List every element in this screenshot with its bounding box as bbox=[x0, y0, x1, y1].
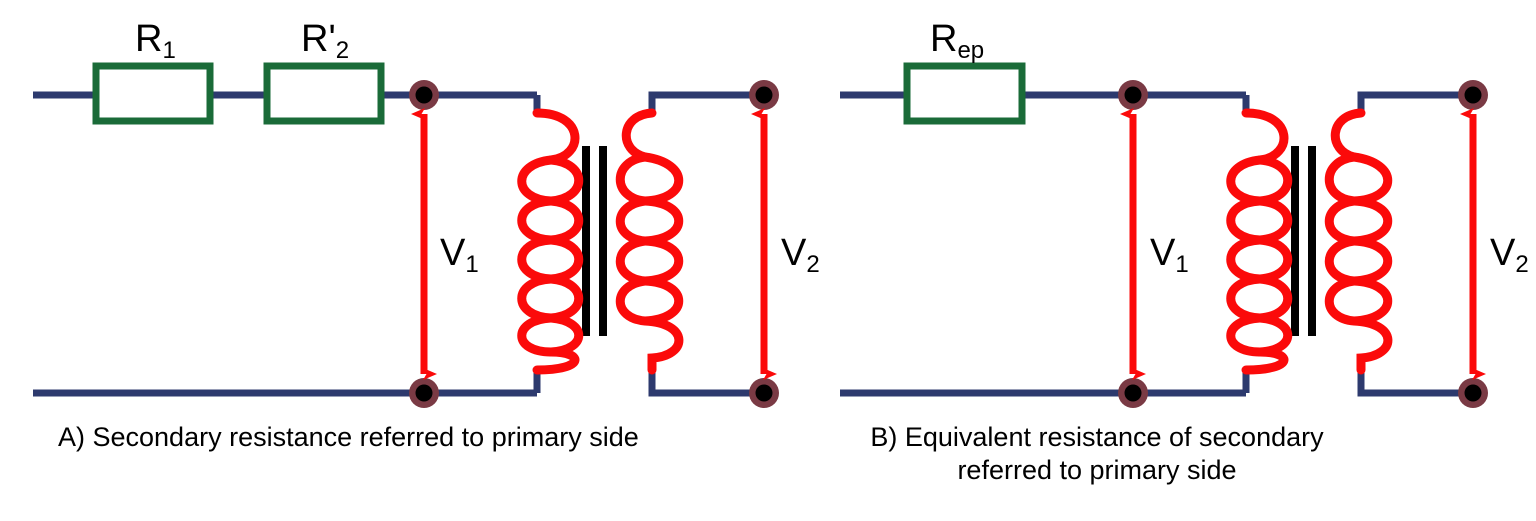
wire-secondary-bottom-a bbox=[648, 370, 764, 397]
terminal-primary-bottom-b-center bbox=[1124, 384, 1142, 402]
resistor-label-r1: R1 bbox=[135, 18, 176, 64]
voltage-label-v2-a: V2 bbox=[781, 232, 820, 278]
panel-b-circuit bbox=[840, 62, 1488, 408]
terminal-secondary-bottom-a-center bbox=[755, 384, 773, 402]
terminal-secondary-top-b-center bbox=[1464, 86, 1482, 104]
panel-a-wires bbox=[33, 91, 764, 397]
panel-a-voltage-arrows bbox=[411, 108, 777, 380]
voltage-label-v1-a: V1 bbox=[440, 232, 479, 278]
transformer-core-b bbox=[1291, 146, 1316, 336]
terminal-primary-bottom-a-center bbox=[415, 384, 433, 402]
transformer-core-a bbox=[582, 146, 607, 336]
resistor-label-r2-prime: R'2 bbox=[301, 18, 350, 64]
resistor-rep-body bbox=[903, 62, 1026, 125]
primary-winding-b bbox=[1226, 108, 1293, 375]
secondary-winding-a bbox=[615, 108, 684, 375]
terminal-primary-top-b-center bbox=[1124, 86, 1142, 104]
panel-a-circuit bbox=[33, 62, 779, 408]
primary-winding-a bbox=[517, 108, 584, 375]
wire-secondary-bottom-b bbox=[1357, 370, 1473, 397]
panel-b-terminals bbox=[1118, 80, 1488, 408]
secondary-winding-b bbox=[1324, 108, 1393, 375]
caption-panel-a: A) Secondary resistance referred to prim… bbox=[58, 422, 639, 452]
terminal-secondary-bottom-b-center bbox=[1464, 384, 1482, 402]
panel-a-terminals bbox=[409, 80, 779, 408]
panel-b-voltage-arrows bbox=[1120, 108, 1486, 380]
voltage-label-v1-b: V1 bbox=[1150, 232, 1189, 278]
terminal-primary-top-a-center bbox=[415, 86, 433, 104]
terminal-secondary-top-a-center bbox=[755, 86, 773, 104]
caption-panel-b: B) Equivalent resistance of secondary re… bbox=[870, 422, 1324, 485]
resistor-r1-body bbox=[92, 62, 214, 125]
resistor-r2prime-body bbox=[263, 62, 385, 125]
voltage-label-v2-b: V2 bbox=[1490, 232, 1529, 278]
wire-secondary-top-a bbox=[648, 91, 764, 113]
resistor-label-rep: Rep bbox=[930, 18, 985, 64]
wire-secondary-top-b bbox=[1357, 91, 1473, 113]
